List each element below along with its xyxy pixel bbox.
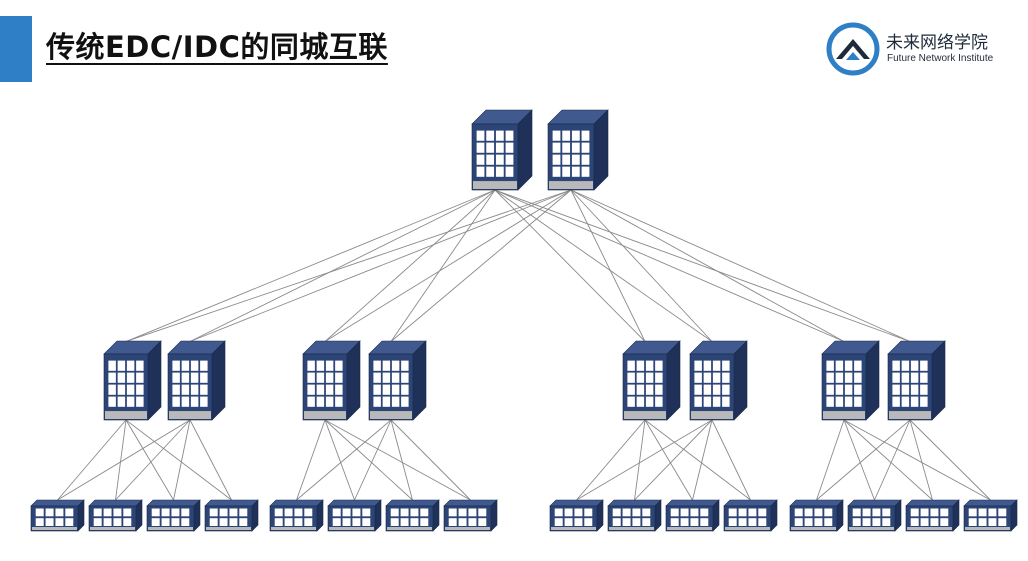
access-datacenter-building-icon <box>607 499 662 532</box>
network-link <box>115 419 127 501</box>
network-link <box>296 419 392 501</box>
access-datacenter-building-icon <box>88 499 143 532</box>
network-link <box>324 419 355 501</box>
network-link <box>816 419 911 501</box>
network-link <box>634 419 713 501</box>
network-link <box>494 189 911 342</box>
network-link <box>125 419 174 501</box>
access-datacenter-building-icon <box>723 499 778 532</box>
access-datacenter-building-icon <box>963 499 1018 532</box>
network-link <box>570 189 845 342</box>
aggregation-datacenter-building-icon <box>368 340 427 421</box>
network-link <box>390 189 496 342</box>
network-link <box>189 189 496 342</box>
network-link <box>576 419 713 501</box>
network-link <box>644 419 751 501</box>
network-link <box>296 419 326 501</box>
topology-links <box>57 189 991 501</box>
network-link <box>692 419 713 501</box>
network-link <box>843 419 991 501</box>
institute-logo: 未来网络学院 Future Network Institute <box>826 22 1016 76</box>
network-link <box>125 419 232 501</box>
network-link <box>570 189 646 342</box>
network-link <box>494 189 845 342</box>
aggregation-datacenter-building-icon <box>167 340 226 421</box>
network-link <box>634 419 646 501</box>
network-link <box>570 189 911 342</box>
network-link <box>173 419 191 501</box>
network-link <box>570 189 713 342</box>
network-link <box>874 419 911 501</box>
access-datacenter-building-icon <box>30 499 85 532</box>
network-link <box>324 189 496 342</box>
aggregation-datacenter-building-icon <box>821 340 880 421</box>
aggregation-datacenter-building-icon <box>622 340 681 421</box>
aggregation-datacenter-building-icon <box>302 340 361 421</box>
access-datacenter-building-icon <box>327 499 382 532</box>
network-link <box>843 419 875 501</box>
access-datacenter-building-icon <box>549 499 604 532</box>
aggregation-datacenter-building-icon <box>103 340 162 421</box>
access-datacenter-building-icon <box>905 499 960 532</box>
access-datacenter-building-icon <box>146 499 201 532</box>
network-link <box>189 419 232 501</box>
core-datacenter-building-icon <box>471 109 533 191</box>
network-link <box>494 189 713 342</box>
network-link <box>909 419 933 501</box>
network-link <box>115 419 191 501</box>
network-link <box>909 419 991 501</box>
access-datacenter-building-icon <box>385 499 440 532</box>
logo-mountain-icon <box>826 22 880 76</box>
slide-title: 传统EDC/IDC的同城互联 <box>46 30 388 64</box>
network-link <box>189 189 572 342</box>
network-link <box>57 419 191 501</box>
title-accent-bar <box>0 16 32 82</box>
aggregation-datacenter-building-icon <box>887 340 946 421</box>
network-link <box>390 189 572 342</box>
network-link <box>324 419 413 501</box>
access-datacenter-building-icon <box>665 499 720 532</box>
network-link <box>843 419 933 501</box>
network-link <box>125 189 496 342</box>
network-link <box>354 419 392 501</box>
network-link <box>390 419 471 501</box>
access-datacenter-building-icon <box>789 499 844 532</box>
aggregation-datacenter-building-icon <box>689 340 748 421</box>
network-link <box>576 419 646 501</box>
network-link <box>711 419 751 501</box>
access-datacenter-building-icon <box>443 499 498 532</box>
network-link <box>494 189 646 342</box>
network-link <box>644 419 693 501</box>
logo-name-en: Future Network Institute <box>887 53 994 64</box>
network-link <box>390 419 413 501</box>
network-link <box>324 189 572 342</box>
logo-name-cn: 未来网络学院 <box>886 33 988 53</box>
network-link <box>324 419 471 501</box>
network-link <box>125 189 572 342</box>
network-link <box>57 419 127 501</box>
access-datacenter-building-icon <box>269 499 324 532</box>
access-datacenter-building-icon <box>204 499 259 532</box>
topology-nodes <box>30 109 1018 532</box>
core-datacenter-building-icon <box>547 109 609 191</box>
network-link <box>816 419 845 501</box>
access-datacenter-building-icon <box>847 499 902 532</box>
